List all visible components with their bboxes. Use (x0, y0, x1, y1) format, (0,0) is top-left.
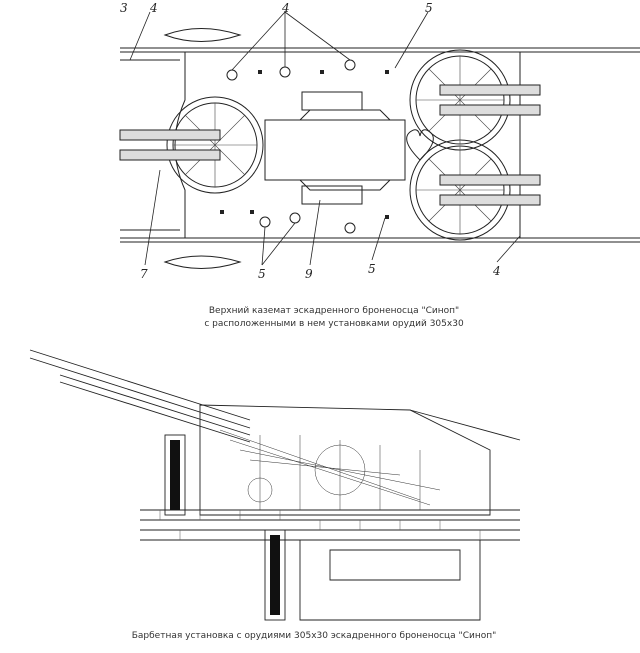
casemate-plan-drawing: 3 4 4 5 5 9 5 4 7 (119, 1, 640, 281)
callout-9: 9 (305, 267, 313, 281)
callout-5: 5 (258, 267, 266, 281)
callout-5: 5 (368, 262, 376, 276)
caption-casemate: Верхний каземат эскадренного броненосца … (14, 305, 640, 331)
callout-4: 4 (492, 264, 501, 278)
callout-5: 5 (425, 1, 433, 15)
callout-4: 4 (149, 1, 158, 15)
callout-7: 7 (140, 267, 148, 281)
callout-4: 4 (281, 1, 290, 15)
caption-line-2: с расположенными в нем установками оруди… (204, 319, 464, 329)
callout-3: 3 (120, 1, 128, 15)
caption-barbette: Барбетная установка с орудиями 305х30 эс… (131, 631, 497, 641)
barbette-side-drawing (29, 349, 521, 621)
caption-line-1: Верхний каземат эскадренного броненосца … (208, 306, 460, 316)
